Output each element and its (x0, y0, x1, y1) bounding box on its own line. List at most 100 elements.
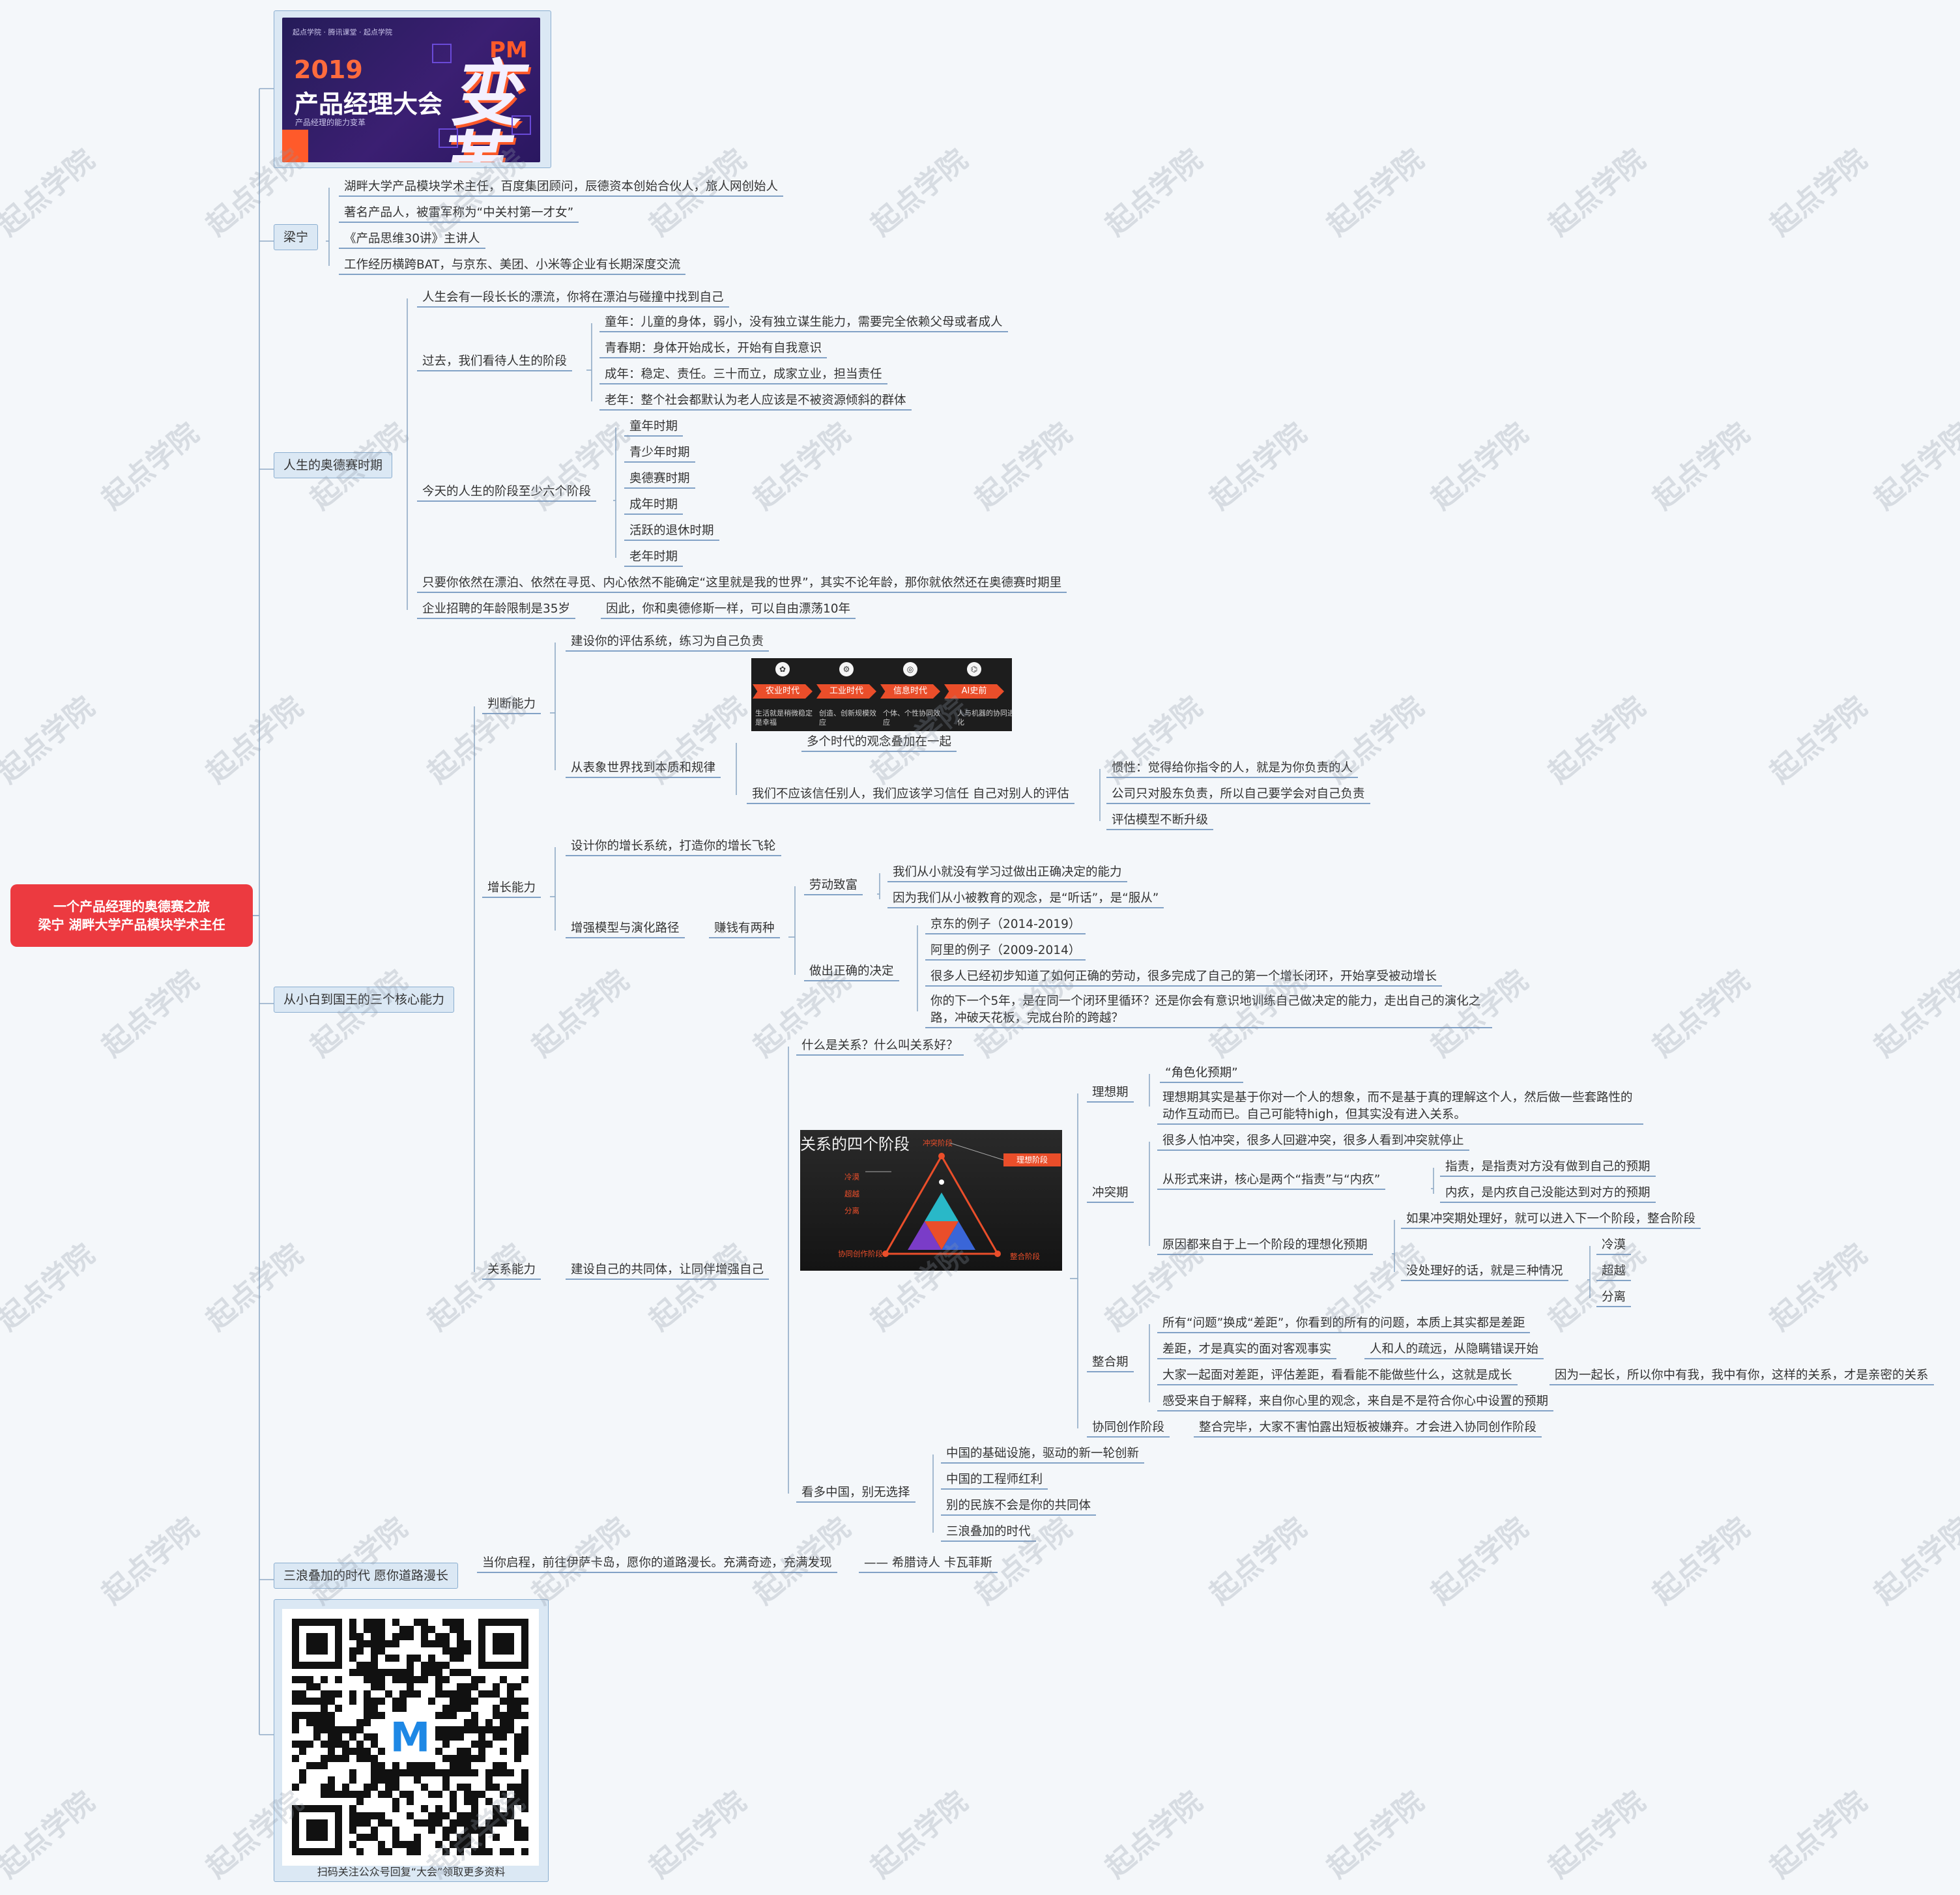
cocreate-stage[interactable]: 协同创作阶段 (1092, 1421, 1165, 1434)
b2-drift[interactable]: 人生会有一段长长的漂流，你将在漂泊与碰撞中找到自己 (422, 291, 724, 304)
integrate-item[interactable]: 大家一起面对差距，评估差距，看看能不能做些什么，这就是成长 (1162, 1368, 1512, 1382)
era-label: AI史前 (944, 684, 1004, 699)
b2-today[interactable]: 今天的人生的阶段至少六个阶段 (422, 485, 592, 499)
decide-node[interactable]: 做出正确的决定 (809, 964, 894, 978)
conflict-c2[interactable]: 没处理好的话，就是三种情况 (1406, 1264, 1563, 1278)
cube-shape (432, 44, 452, 63)
b1-item[interactable]: 湖畔大学产品模块学术主任，百度集团顾问，辰德资本创始合伙人，旅人网创始人 (344, 180, 779, 194)
branch-three-waves[interactable]: 三浪叠加的时代 愿你道路漫长 (274, 1563, 459, 1589)
ideal-a[interactable]: “角色化预期” (1165, 1066, 1238, 1080)
ideal-b[interactable]: 理想期其实是基于你对一个人的想象，而不是基于真的理解这个人，然后做一些套路性的动… (1162, 1091, 1633, 1121)
era-desc: 创造、创新规模效应 (819, 709, 876, 727)
era-label: 农业时代 (753, 684, 813, 699)
conflict-b-item[interactable]: 内疚，是内疚自己没能达到对方的预期 (1445, 1186, 1650, 1200)
china-item[interactable]: 中国的工程师红利 (946, 1473, 1043, 1486)
quote-author[interactable]: —— 希腊诗人 卡瓦菲斯 (864, 1556, 992, 1570)
decide-item[interactable]: 阿里的例子（2009-2014） (930, 944, 1081, 957)
banner-image-node[interactable]: 起点学院 · 腾讯课堂 · 起点学院 2019 产品经理大会 产品经理的能力变革… (274, 10, 551, 168)
relation-ability[interactable]: 关系能力 (487, 1263, 536, 1277)
conflict-stage[interactable]: 冲突期 (1092, 1186, 1129, 1200)
trust-item[interactable]: 惯性：觉得给你指令的人，就是为你负责的人 (1112, 761, 1353, 775)
integrate-stage[interactable]: 整合期 (1092, 1355, 1129, 1369)
b2-past-item[interactable]: 童年：儿童的身体，弱小，没有独立谋生能力，需要完全依赖父母或者成人 (605, 315, 1003, 329)
trust-item[interactable]: 公司只对股东负责，所以自己要学会对自己负责 (1112, 787, 1365, 801)
integrate-note[interactable]: 人和人的疏远，从隐瞒错误开始 (1370, 1342, 1539, 1356)
growth-a[interactable]: 设计你的增长系统，打造你的增长飞轮 (571, 839, 776, 853)
decide-last[interactable]: 你的下一个5年，是在同一个闭环里循环？还是你会有意识地训练自己做决定的能力，走出… (930, 994, 1481, 1025)
banner-title: 产品经理大会 (294, 90, 443, 119)
banner-pm: PM (489, 37, 528, 63)
root-title: 一个产品经理的奥德赛之旅 (53, 899, 210, 914)
growth-ability[interactable]: 增长能力 (487, 881, 536, 895)
decide-item[interactable]: 京东的例子（2014-2019） (930, 918, 1081, 931)
china-item[interactable]: 中国的基础设施，驱动的新一轮创新 (946, 1447, 1140, 1460)
b2-stage[interactable]: 童年时期 (629, 420, 678, 433)
b2-stage[interactable]: 成年时期 (629, 498, 678, 512)
root-topic[interactable]: 一个产品经理的奥德赛之旅 梁宁 湖畔大学产品模块学术主任 (10, 884, 253, 947)
eras-image: ✿ ⚙ ◎ ⌬ 农业时代 工业时代 信息时代 AI史前 生活就是稍微稳定是幸福 … (751, 658, 1012, 731)
branch-odyssey[interactable]: 人生的奥德赛时期 (274, 452, 393, 478)
qr-caption: 扫码关注公众号回复“大会”领取更多资料 (317, 1866, 506, 1878)
conflict-outcome[interactable]: 分离 (1602, 1290, 1626, 1304)
conflict-c1[interactable]: 如果冲突期处理好，就可以进入下一个阶段，整合阶段 (1406, 1212, 1696, 1226)
b2-limit-note[interactable]: 因此，你和奥德修斯一样，可以自由漂荡10年 (606, 602, 851, 616)
overlay-caption[interactable]: 多个时代的观念叠加在一起 (807, 735, 952, 749)
trust-node[interactable]: 我们不应该信任别人，我们应该学习信任 自己对别人的评估 (752, 787, 1069, 801)
era-icon: ◎ (903, 662, 917, 676)
b2-stage[interactable]: 老年时期 (629, 550, 678, 564)
banner-logos: 起点学院 · 腾讯课堂 · 起点学院 (293, 28, 392, 36)
rel-what[interactable]: 什么是关系？什么叫关系好？ (801, 1039, 958, 1052)
integrate-item[interactable]: 感受来自于解释，来自你心里的观念，来自是不是符合你心中设置的预期 (1162, 1395, 1549, 1408)
qr-node[interactable]: M 扫码关注公众号回复“大会”领取更多资料 (274, 1599, 549, 1882)
judge-a[interactable]: 建设你的评估系统，练习为自己负责 (571, 635, 764, 648)
b2-limit[interactable]: 企业招聘的年龄限制是35岁 (422, 602, 571, 616)
b1-item[interactable]: 《产品思维30讲》主讲人 (344, 232, 480, 246)
labor-item[interactable]: 因为我们从小被教育的观念，是“听话”，是“服从” (893, 891, 1159, 905)
b1-item[interactable]: 工作经历横跨BAT，与京东、美团、小米等企业有长期深度交流 (344, 258, 681, 272)
integrate-note[interactable]: 因为一起长，所以你中有我，我中有你，这样的关系，才是亲密的关系 (1555, 1368, 1929, 1382)
diagram-title: 关系的四个阶段 (800, 1135, 910, 1153)
labor-node[interactable]: 劳动致富 (809, 878, 858, 892)
b2-stage[interactable]: 奥德赛时期 (629, 472, 690, 485)
cocreate-a[interactable]: 整合完毕，大家不害怕露出短板被嫌弃。才会进入协同创作阶段 (1199, 1421, 1537, 1434)
cube-shape (439, 128, 458, 148)
quote[interactable]: 当你启程，前往伊萨卡岛，愿你的道路漫长。充满奇迹，充满发现 (482, 1556, 832, 1570)
b1-item[interactable]: 著名产品人，被雷军称为“中关村第一才女” (344, 206, 574, 220)
b2-stage[interactable]: 活跃的退休时期 (629, 524, 714, 538)
conflict-outcome[interactable]: 超越 (1602, 1264, 1626, 1278)
rel-build[interactable]: 建设自己的共同体，让同伴增强自己 (571, 1263, 764, 1277)
era-desc: 生活就是稍微稳定是幸福 (755, 709, 813, 727)
b2-past-item[interactable]: 青春期：身体开始成长，开始有自我意识 (605, 341, 822, 355)
conflict-b-item[interactable]: 指责，是指责对方没有做到自己的预期 (1445, 1160, 1650, 1174)
diagram-label: 超越 (844, 1189, 859, 1198)
labor-item[interactable]: 我们从小就没有学习过做出正确决定的能力 (893, 865, 1122, 879)
decide-item[interactable]: 很多人已经初步知道了如何正确的劳动，很多完成了自己的第一个增长闭环，开始享受被动… (930, 970, 1437, 983)
conflict-a[interactable]: 很多人怕冲突，很多人回避冲突，很多人看到冲突就停止 (1162, 1134, 1464, 1148)
era-label: 工业时代 (816, 684, 876, 699)
ideal-stage[interactable]: 理想期 (1092, 1086, 1129, 1099)
era-icon: ⌬ (967, 662, 981, 676)
b2-past[interactable]: 过去，我们看待人生的阶段 (422, 354, 568, 368)
judge-b[interactable]: 从表象世界找到本质和规律 (571, 761, 716, 775)
china-node[interactable]: 看多中国，别无选择 (801, 1486, 910, 1499)
branch-liangning[interactable]: 梁宁 (274, 224, 319, 250)
judge-ability[interactable]: 判断能力 (487, 697, 536, 711)
b2-stage[interactable]: 青少年时期 (629, 446, 690, 459)
china-item[interactable]: 别的民族不会是你的共同体 (946, 1499, 1091, 1512)
diagram-label: 整合阶段 (1010, 1252, 1040, 1261)
trust-item[interactable]: 评估模型不断升级 (1112, 813, 1209, 827)
conflict-c[interactable]: 原因都来自于上一个阶段的理想化预期 (1162, 1238, 1368, 1252)
b2-still[interactable]: 只要你依然在漂泊、依然在寻觅、内心依然不能确定“这里就是我的世界”，其实不论年龄… (422, 576, 1062, 590)
relation-stages-diagram: 关系的四个阶段 理想阶段 冲突阶段 冷漠 超越 分离 协同创作阶段 整合阶段 (800, 1130, 1062, 1271)
growth-b[interactable]: 增强模型与演化路径 (571, 921, 680, 935)
b2-past-item[interactable]: 成年：稳定、责任。三十而立，成家立业，担当责任 (605, 368, 882, 381)
growth-c[interactable]: 赚钱有两种 (714, 921, 775, 935)
integrate-item[interactable]: 所有“问题”换成“差距”，你看到的所有的问题，本质上其实都是差距 (1162, 1316, 1525, 1330)
triangle-graphic (865, 1142, 1004, 1257)
branch-three-abilities[interactable]: 从小白到国王的三个核心能力 (274, 987, 455, 1013)
conflict-outcome[interactable]: 冷漠 (1602, 1238, 1626, 1252)
b2-past-item[interactable]: 老年：整个社会都默认为老人应该是不被资源倾斜的群体 (605, 394, 906, 407)
conflict-b[interactable]: 从形式来讲，核心是两个“指责”与“内疚” (1162, 1173, 1381, 1187)
integrate-item[interactable]: 差距，才是真实的面对客观事实 (1162, 1342, 1332, 1356)
china-item[interactable]: 三浪叠加的时代 (946, 1525, 1031, 1539)
